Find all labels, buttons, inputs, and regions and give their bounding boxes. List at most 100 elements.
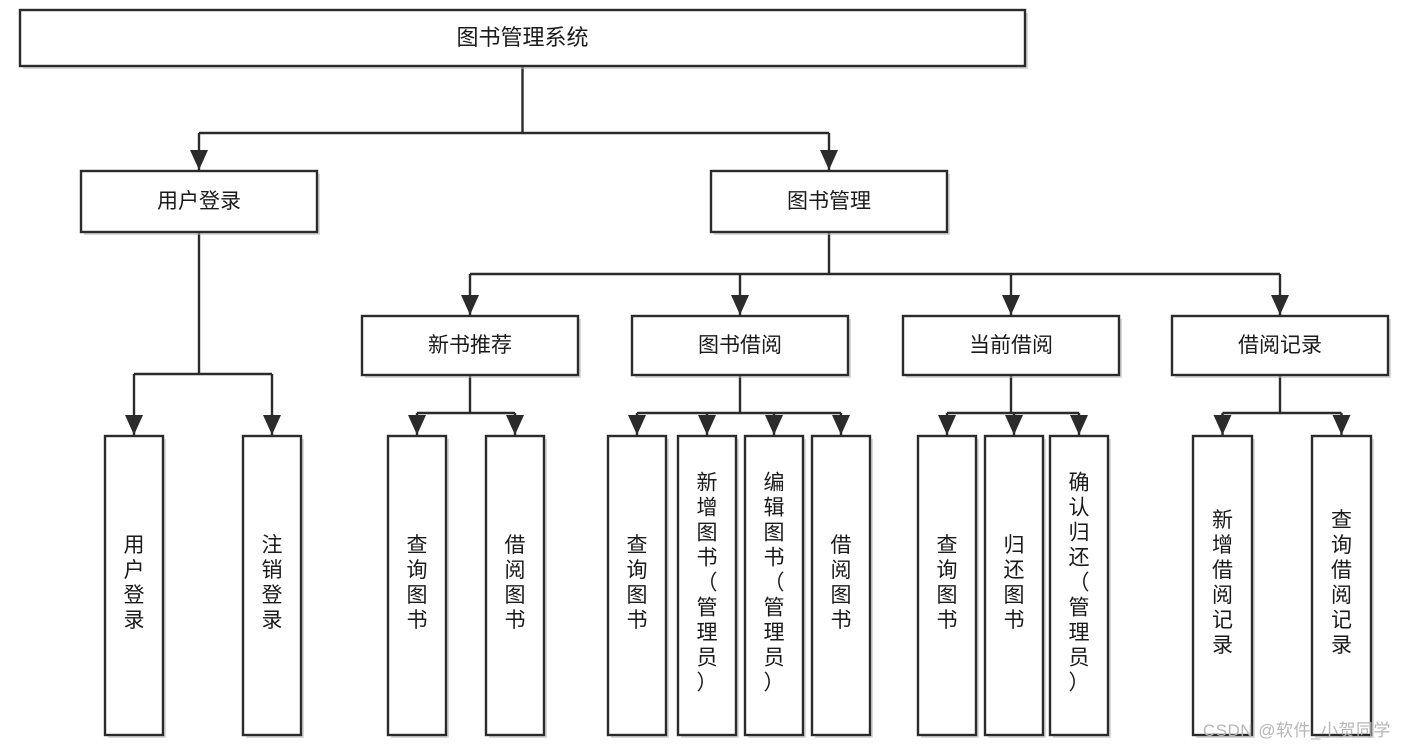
node-box	[916, 434, 978, 737]
arrow-head-icon	[190, 150, 208, 170]
connector-layer	[125, 66, 1351, 435]
node-label: 图书管理	[787, 190, 871, 213]
node-box	[79, 169, 319, 234]
arrow-head-icon	[1070, 415, 1088, 435]
node-label-char: 员	[764, 647, 785, 670]
node-label-char: 图	[505, 584, 526, 607]
node-new-book-recommend[interactable]: 新书推荐	[360, 314, 581, 378]
arrow-head-icon	[1213, 415, 1232, 435]
node-label-char: 新	[1212, 509, 1233, 532]
node-label-char: 管	[697, 597, 718, 620]
node-current-borrow[interactable]: 当前借阅	[901, 314, 1122, 378]
node-layer: 图书管理系统用户登录图书管理新书推荐图书借阅当前借阅借阅记录用户登录注销登录查询…	[18, 8, 1391, 738]
node-box	[606, 434, 668, 737]
arrow-head-icon	[125, 415, 143, 435]
arrow-head-icon	[832, 415, 850, 435]
node-label-char: ）	[697, 672, 718, 695]
arrow-head-icon	[461, 295, 479, 315]
node-root[interactable]: 图书管理系统	[18, 8, 1028, 69]
node-label-char: 图	[831, 584, 852, 607]
node-box	[743, 434, 805, 737]
node-book-manage[interactable]: 图书管理	[709, 169, 950, 235]
node-box	[810, 434, 872, 737]
node-label-char: 录	[124, 609, 145, 632]
node-label-char: 确	[1069, 472, 1090, 495]
node-box	[386, 434, 448, 737]
node-label-char: 注	[262, 534, 283, 557]
node-label-char: 查	[1331, 509, 1352, 532]
node-label-char: （	[697, 572, 718, 595]
node-label-char: 归	[1004, 534, 1025, 557]
node-label: 图书借阅	[698, 334, 782, 357]
arrow-head-icon	[1271, 295, 1289, 315]
node-label-char: 理	[1069, 622, 1090, 645]
node-label-char: 询	[627, 559, 648, 582]
node-box	[241, 434, 303, 737]
arrow-head-icon	[820, 150, 838, 170]
node-label-char: 理	[697, 622, 718, 645]
arrow-head-icon	[938, 415, 956, 435]
node-label-char: 阅	[1212, 584, 1233, 607]
node-label-char: 书	[505, 609, 526, 632]
node-box	[484, 434, 546, 737]
node-label-char: 查	[627, 534, 648, 557]
node-user-login[interactable]: 用户登录	[79, 169, 320, 235]
node-label-char: 登	[262, 584, 283, 607]
node-label-char: 图	[697, 522, 718, 545]
node-label-char: 还	[1069, 547, 1090, 570]
node-label-char: 员	[1069, 647, 1090, 670]
node-label-char: 借	[831, 534, 852, 557]
arrow-head-icon	[628, 415, 646, 435]
node-label: 图书管理系统	[456, 25, 588, 50]
node-leaf-user-login[interactable]: 用户登录	[103, 434, 166, 738]
node-box	[1191, 434, 1254, 737]
node-label-char: 管	[1069, 597, 1090, 620]
node-label-char: 借	[1212, 559, 1233, 582]
node-label-char: 查	[937, 534, 958, 557]
node-label: 借阅记录	[1238, 334, 1322, 357]
node-label-char: 借	[1331, 559, 1352, 582]
node-label-char: 用	[124, 534, 145, 557]
node-label-char: 询	[1331, 534, 1352, 557]
node-label-char: 销	[262, 559, 283, 582]
node-label-char: 登	[124, 584, 145, 607]
node-label-char: 阅	[831, 559, 852, 582]
arrow-head-icon	[1005, 415, 1023, 435]
node-label-char: 记	[1331, 609, 1352, 632]
node-label-char: 查	[407, 534, 428, 557]
node-label-char: 阅	[1331, 584, 1352, 607]
node-label-char: 辑	[764, 497, 785, 520]
arrow-head-icon	[408, 415, 426, 435]
arrow-head-icon	[698, 415, 716, 435]
node-borrow-record[interactable]: 借阅记录	[1170, 314, 1391, 378]
node-label-char: 户	[124, 559, 145, 582]
node-label-char: 记	[1212, 609, 1233, 632]
node-label-char: 书	[1004, 609, 1025, 632]
node-label-char: （	[1069, 572, 1090, 595]
node-box	[676, 434, 738, 737]
node-label-char: ）	[764, 672, 785, 695]
node-label-char: 阅	[505, 559, 526, 582]
node-label-char: 还	[1004, 559, 1025, 582]
node-box	[1170, 314, 1390, 377]
node-label: 新书推荐	[428, 334, 512, 357]
arrow-head-icon	[731, 295, 749, 315]
arrow-head-icon	[765, 415, 783, 435]
node-book-borrow[interactable]: 图书借阅	[630, 314, 851, 378]
node-label-char: 管	[764, 597, 785, 620]
node-box	[1310, 434, 1373, 737]
node-label-char: 增	[1212, 534, 1233, 557]
